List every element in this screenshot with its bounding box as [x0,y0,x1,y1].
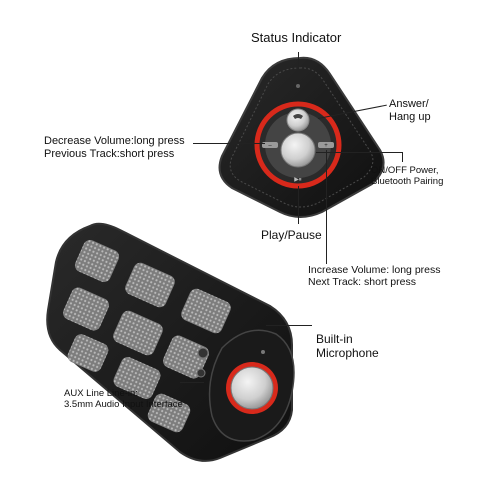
speaker-grille [63,239,231,433]
aux-leader [180,382,204,383]
power-leader [316,152,402,153]
increase-volume-label: Increase Volume: long press Next Track: … [308,264,441,289]
power-leader-vertical [402,152,403,162]
on-off-power-label: ON/OFF Power, Bluetooth Pairing [371,165,444,187]
speaker-body [46,222,295,462]
decrease-volume-label: Decrease Volume:long press Previous Trac… [44,135,185,160]
aux-port-icon [197,347,209,359]
svg-text:▶⏸: ▶⏸ [294,177,302,183]
increase-volume-leader [326,150,327,264]
status-indicator-label: Status Indicator [251,30,342,45]
status-led-icon [296,84,300,88]
answer-button-icon [286,108,310,132]
svg-text:+: + [324,143,328,149]
answer-hang-up-label: Answer/ Hang up [389,98,431,123]
aux-line-in-label: AUX Line Line-in: 3.5mm Audio Input Inte… [64,388,183,410]
microphone-hole-icon [261,350,265,354]
built-in-microphone-label: Built-in Microphone [316,332,379,360]
decrease-volume-leader [193,143,265,144]
play-pause-label: Play/Pause [261,228,322,242]
svg-text:–: – [268,143,272,149]
control-panel: – + ▶⏸ [218,56,385,218]
play-pause-leader [298,186,299,224]
microphone-leader [266,325,312,326]
status-indicator-leader [298,52,299,84]
power-button-icon [280,132,316,168]
